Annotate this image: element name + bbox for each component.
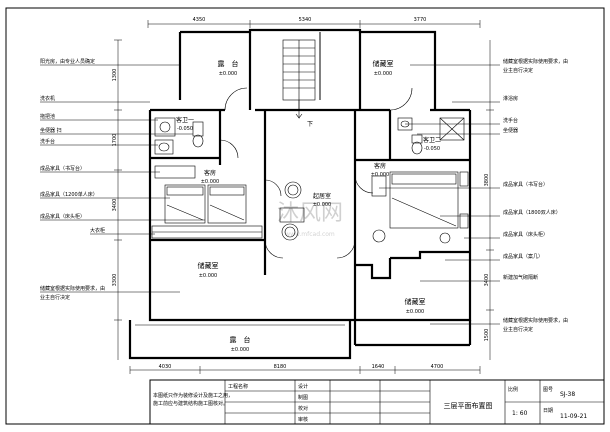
title-note-1: 本图纸只作为装修设计及施工之用， bbox=[153, 392, 233, 399]
doors bbox=[219, 87, 413, 259]
room-storage-right: 储藏室 bbox=[405, 297, 426, 306]
drawing-date: 11-09-21 bbox=[560, 413, 587, 420]
right-annotations: 储藏室根据实际使用要求，由 业主自行决定 淋浴房 洗手台 坐便器 成品家具（书写… bbox=[379, 58, 568, 333]
watermark: 沐风网 www.mfcad.com bbox=[277, 201, 343, 238]
left-note-8: 成品家具（床头柜） bbox=[40, 213, 85, 220]
left-note-2: 洗衣机 bbox=[40, 95, 55, 102]
room-storage-left-elev: ±0.000 bbox=[199, 273, 218, 279]
bottom-dimension-line: 4030 8180 1640 4700 bbox=[129, 364, 481, 374]
right-dimension-line: 3800 3400 1500 bbox=[484, 40, 494, 360]
room-balcony-bottom: 露 台 bbox=[230, 335, 251, 344]
drawing-scale: 1: 60 bbox=[512, 410, 528, 417]
right-note-12: 业主自行决定 bbox=[503, 326, 533, 333]
room-bedroom-right: 客房 bbox=[374, 162, 386, 170]
left-note-10: 储藏室根据实际使用要求，由 bbox=[40, 285, 105, 292]
room-guest-bath-right-elev: -0.050 bbox=[424, 146, 440, 152]
bedroom-left-furniture bbox=[151, 165, 263, 239]
left-note-6: 成品家具（书写台） bbox=[40, 165, 85, 172]
room-guest-bath-right: 客卫二 bbox=[423, 136, 441, 144]
room-bedroom-left-elev: ±0.000 bbox=[201, 179, 220, 185]
left-dimension-line: 1300 1700 3400 3300 bbox=[112, 39, 122, 360]
dim-bottom-4: 4700 bbox=[431, 364, 444, 370]
room-lounge: 起居室 bbox=[313, 192, 331, 200]
dim-bottom-1: 4030 bbox=[159, 364, 172, 370]
room-labels: 露 台 ±0.000 储藏室 ±0.000 客卫一 -0.050 客卫二 -0.… bbox=[176, 59, 441, 353]
dim-bottom-3: 1640 bbox=[372, 364, 385, 370]
right-note-9: 成品家具（案几） bbox=[503, 253, 543, 260]
dim-left-2: 1700 bbox=[112, 134, 118, 147]
room-storage-top-elev: ±0.000 bbox=[374, 71, 393, 77]
room-bedroom-right-elev: ±0.000 bbox=[371, 172, 390, 178]
left-note-5: 洗手台 bbox=[40, 138, 55, 145]
title-note-2: 施工前应与建筑结构施工图核对。 bbox=[153, 400, 228, 407]
dim-top-1: 4350 bbox=[193, 17, 206, 23]
right-note-4: 洗手台 bbox=[503, 117, 518, 124]
tb-label-check: 校对 bbox=[298, 405, 308, 412]
room-storage-left: 储藏室 bbox=[198, 261, 219, 270]
top-dimension-line: 4350 5340 3770 bbox=[147, 17, 481, 28]
right-note-11: 储藏室根据实际使用要求，由 bbox=[503, 317, 568, 324]
tb-label-project: 工程名称 bbox=[228, 383, 248, 390]
staircase bbox=[282, 39, 316, 119]
left-annotations: 阳光房，由专业人员确定 洗衣机 拖把池 坐便器 扫 洗手台 成品家具（书写台） … bbox=[40, 58, 205, 301]
lounge-furniture bbox=[279, 181, 305, 241]
right-note-8: 成品家具（床头柜） bbox=[503, 231, 548, 238]
room-lounge-elev: ±0.000 bbox=[313, 202, 332, 208]
right-note-3: 淋浴房 bbox=[503, 95, 518, 102]
dim-right-1: 3800 bbox=[484, 174, 490, 187]
dim-left-1: 1300 bbox=[112, 69, 118, 82]
tb-label-date: 日期 bbox=[543, 408, 553, 414]
tb-label-design: 设计 bbox=[298, 383, 308, 390]
tb-label-scale: 比例 bbox=[508, 386, 518, 393]
dim-right-2: 3400 bbox=[484, 274, 490, 287]
bedroom-right-furniture bbox=[371, 171, 469, 244]
room-guest-bath-left: 客卫一 bbox=[176, 116, 194, 124]
room-storage-top: 储藏室 bbox=[373, 59, 394, 68]
left-note-11: 业主自行决定 bbox=[40, 294, 70, 301]
stair-down-label: 下 bbox=[307, 121, 313, 128]
right-note-5: 坐便器 bbox=[503, 127, 518, 134]
dim-left-4: 3300 bbox=[112, 274, 118, 287]
left-note-3: 拖把池 bbox=[40, 113, 55, 120]
tb-label-review: 审核 bbox=[298, 416, 308, 423]
right-note-10: 新建加气砌隔断 bbox=[503, 274, 538, 281]
walls bbox=[128, 28, 472, 360]
watermark-text: 沐风网 bbox=[277, 201, 343, 226]
room-balcony-top-elev: ±0.000 bbox=[219, 71, 238, 77]
drawing-title: 三层平面布置图 bbox=[444, 401, 493, 410]
title-block: 本图纸只作为装修设计及施工之用， 施工前应与建筑结构施工图核对。 工程名称 设计… bbox=[149, 379, 605, 425]
tb-label-draw: 制图 bbox=[298, 394, 308, 401]
left-note-9: 大衣柜 bbox=[90, 227, 105, 234]
room-balcony-top: 露 台 bbox=[218, 59, 239, 68]
left-note-7: 成品家具（1200单人床） bbox=[40, 191, 98, 198]
dim-top-3: 3770 bbox=[414, 17, 427, 23]
room-bedroom-left: 客房 bbox=[204, 169, 216, 177]
drawing-number: SJ-38 bbox=[560, 391, 575, 398]
left-note-1: 阳光房，由专业人员确定 bbox=[40, 58, 95, 65]
dim-left-3: 3400 bbox=[112, 199, 118, 212]
right-note-6: 成品家具（书写台） bbox=[503, 181, 548, 188]
right-note-7: 成品家具（1800双人床） bbox=[503, 209, 561, 216]
dim-right-3: 1500 bbox=[484, 329, 490, 342]
bathroom-left-fixtures bbox=[154, 117, 204, 155]
right-note-1: 储藏室根据实际使用要求，由 bbox=[503, 58, 568, 65]
room-storage-right-elev: ±0.000 bbox=[406, 309, 425, 315]
room-balcony-bottom-elev: ±0.000 bbox=[231, 347, 250, 353]
watermark-url: www.mfcad.com bbox=[285, 231, 335, 238]
room-guest-bath-left-elev: -0.050 bbox=[177, 126, 193, 132]
dim-bottom-2: 8180 bbox=[274, 364, 287, 370]
dim-top-2: 5340 bbox=[299, 17, 312, 23]
tb-label-dwgno: 图号 bbox=[543, 387, 553, 393]
left-note-4: 坐便器 扫 bbox=[40, 127, 62, 134]
right-note-2: 业主自行决定 bbox=[503, 67, 533, 74]
